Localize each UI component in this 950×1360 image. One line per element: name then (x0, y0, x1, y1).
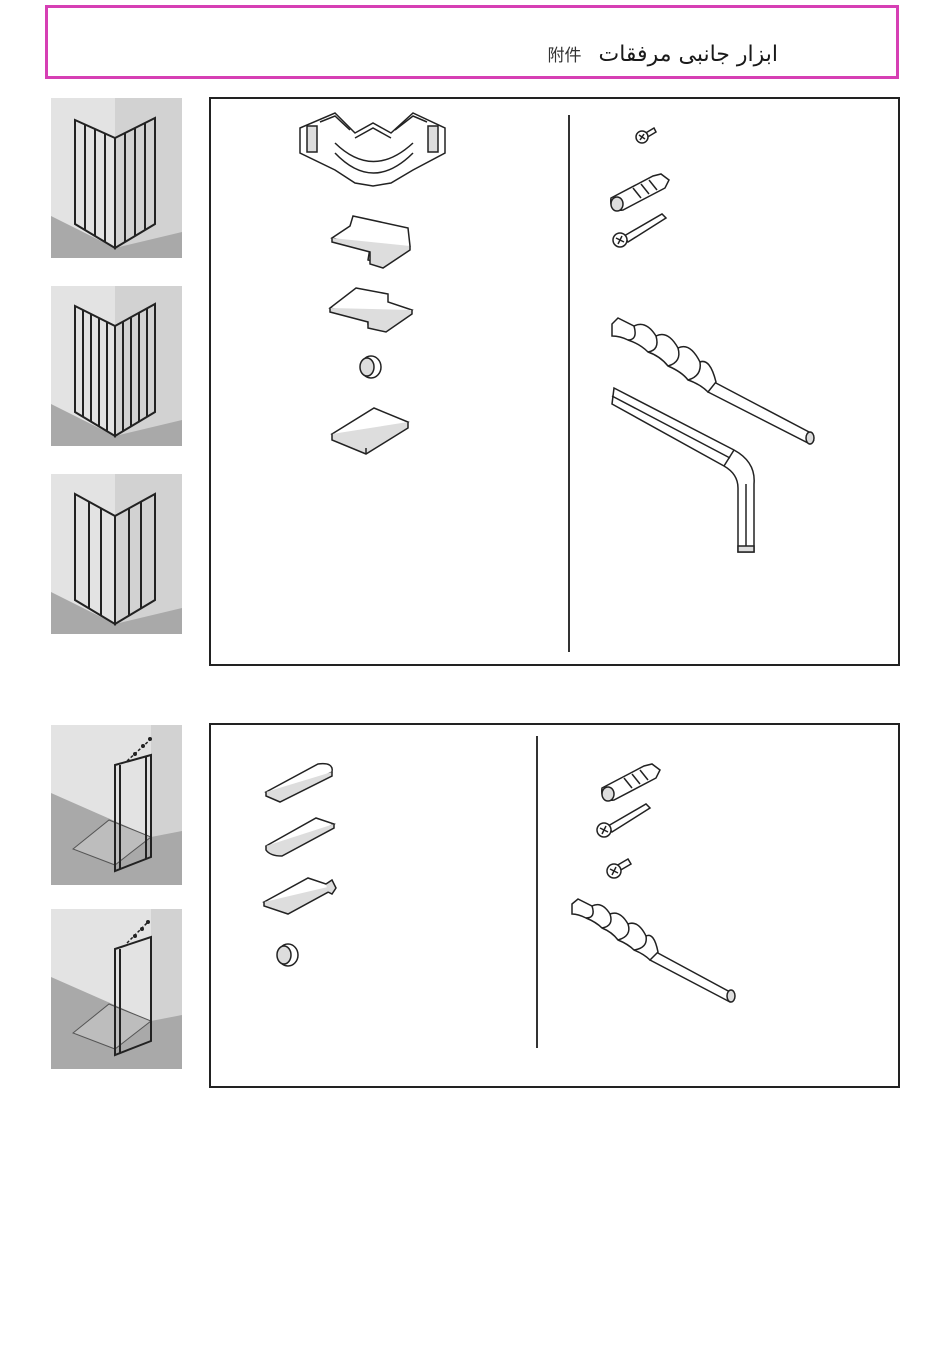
pad-stepped-icon (326, 284, 418, 336)
page-header: 附件 ابزار جانبی مرفقات (45, 5, 899, 79)
pad-flat-icon (328, 404, 412, 456)
corner-connector-icon (295, 108, 450, 188)
thumbnail-corner-entry-3 (51, 474, 182, 634)
hex-key-icon (608, 384, 768, 556)
thumbnail-side-panel-1 (51, 725, 182, 885)
page-title: 附件 ابزار جانبی مرفقات (548, 41, 778, 67)
strip-rounded-icon (262, 760, 338, 804)
small-screw-icon (634, 124, 658, 146)
panel-divider-2 (536, 736, 538, 1048)
thumbnail-corner-entry-4 (51, 286, 182, 446)
cap-icon (355, 352, 385, 382)
cap-icon-2 (272, 940, 302, 970)
strip-angled-icon (262, 814, 338, 858)
long-screw-icon-2 (594, 800, 654, 842)
title-chinese: 附件 (548, 46, 582, 66)
thumbnail-side-panel-2 (51, 909, 182, 1069)
thumbnail-corner-entry-2 (51, 98, 182, 258)
panel-divider (568, 115, 570, 652)
title-persian: ابزار جانبی مرفقات (599, 42, 778, 67)
drill-bit-icon-2 (566, 896, 746, 1008)
end-cap-profile-icon (260, 874, 342, 916)
long-screw-icon (610, 210, 670, 252)
pad-notched-icon (328, 212, 418, 270)
small-screw-icon-2 (604, 856, 634, 882)
